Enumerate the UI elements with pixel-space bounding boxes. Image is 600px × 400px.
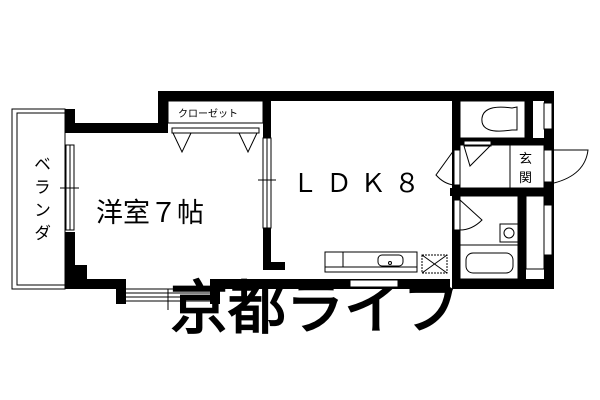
kitchen-counter: [324, 251, 448, 274]
walls: [65, 91, 554, 304]
closet: クローゼット: [167, 100, 264, 154]
entrance-label-bottom: 関: [519, 171, 532, 186]
entrance-label-top: 玄: [519, 152, 532, 167]
balcony-label: ベランダ: [30, 155, 50, 247]
windows: [60, 102, 553, 310]
western-room-label: 洋室７帖: [96, 198, 204, 229]
toilet: [459, 100, 526, 167]
ldk-door: [435, 149, 461, 186]
entrance: 玄 関: [459, 144, 589, 189]
balcony: [11, 108, 66, 290]
washroom: [453, 195, 545, 280]
closet-label: クローゼット: [178, 108, 238, 120]
ldk-label: ＬＤＫ８: [292, 169, 428, 199]
